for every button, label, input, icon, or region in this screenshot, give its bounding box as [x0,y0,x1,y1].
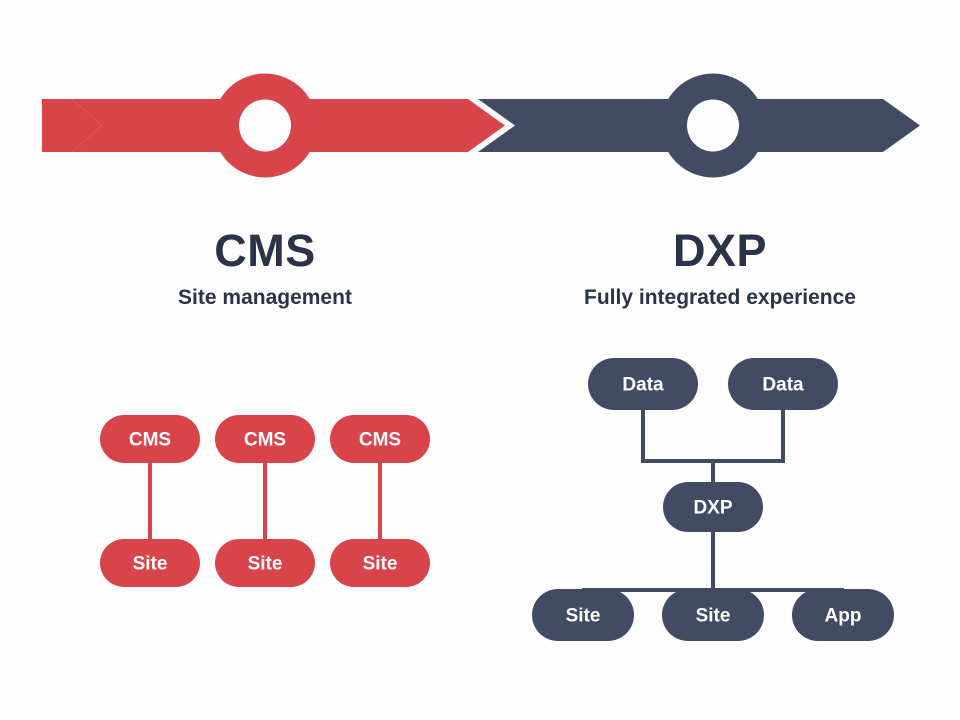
dxp-site-node-2-label: Site [696,606,731,627]
cms-site-node-1[interactable] [100,539,200,587]
lower-diagrams: CMS Site CMS Site CMS Site [100,358,894,641]
cms-node-2[interactable] [215,415,315,463]
dxp-top-nodes: Data Data [588,358,838,410]
dxp-hub-node[interactable] [663,482,763,532]
cms-title: CMS [214,225,316,276]
cms-pair-3: CMS Site [330,415,430,587]
cms-pair-2: CMS Site [215,415,315,587]
cms-site-node-2[interactable] [215,539,315,587]
dxp-hub-node-label: DXP [693,498,732,519]
cms-hub-hole [239,99,291,152]
dxp-data-node-1-label: Data [622,375,664,396]
dxp-data-node-1[interactable] [588,358,698,410]
cms-site-node-3-label: Site [363,554,398,575]
cms-node-1-label: CMS [129,430,171,451]
cms-node-1[interactable] [100,415,200,463]
dxp-data-node-2[interactable] [728,358,838,410]
dxp-app-node-label: App [825,606,862,627]
dxp-site-node-1-label: Site [566,606,601,627]
dxp-site-node-2[interactable] [662,589,764,641]
cms-pair-1: CMS Site [100,415,200,587]
cms-node-2-label: CMS [244,430,286,451]
cms-node-3-label: CMS [359,430,401,451]
dxp-app-node[interactable] [792,589,894,641]
dxp-subtitle: Fully integrated experience [584,286,856,309]
cms-subtitle: Site management [178,286,352,309]
dxp-title: DXP [672,225,768,276]
cms-node-3[interactable] [330,415,430,463]
cms-site-node-1-label: Site [133,554,168,575]
cms-site-node-2-label: Site [248,554,283,575]
cms-site-node-3[interactable] [330,539,430,587]
dxp-hub-node-group: DXP [663,482,763,532]
arrow-banner [42,73,920,178]
dxp-hub-hole [687,99,739,152]
dxp-site-node-1[interactable] [532,589,634,641]
dxp-bottom-nodes: Site Site App [532,589,894,641]
dxp-data-node-2-label: Data [762,375,804,396]
